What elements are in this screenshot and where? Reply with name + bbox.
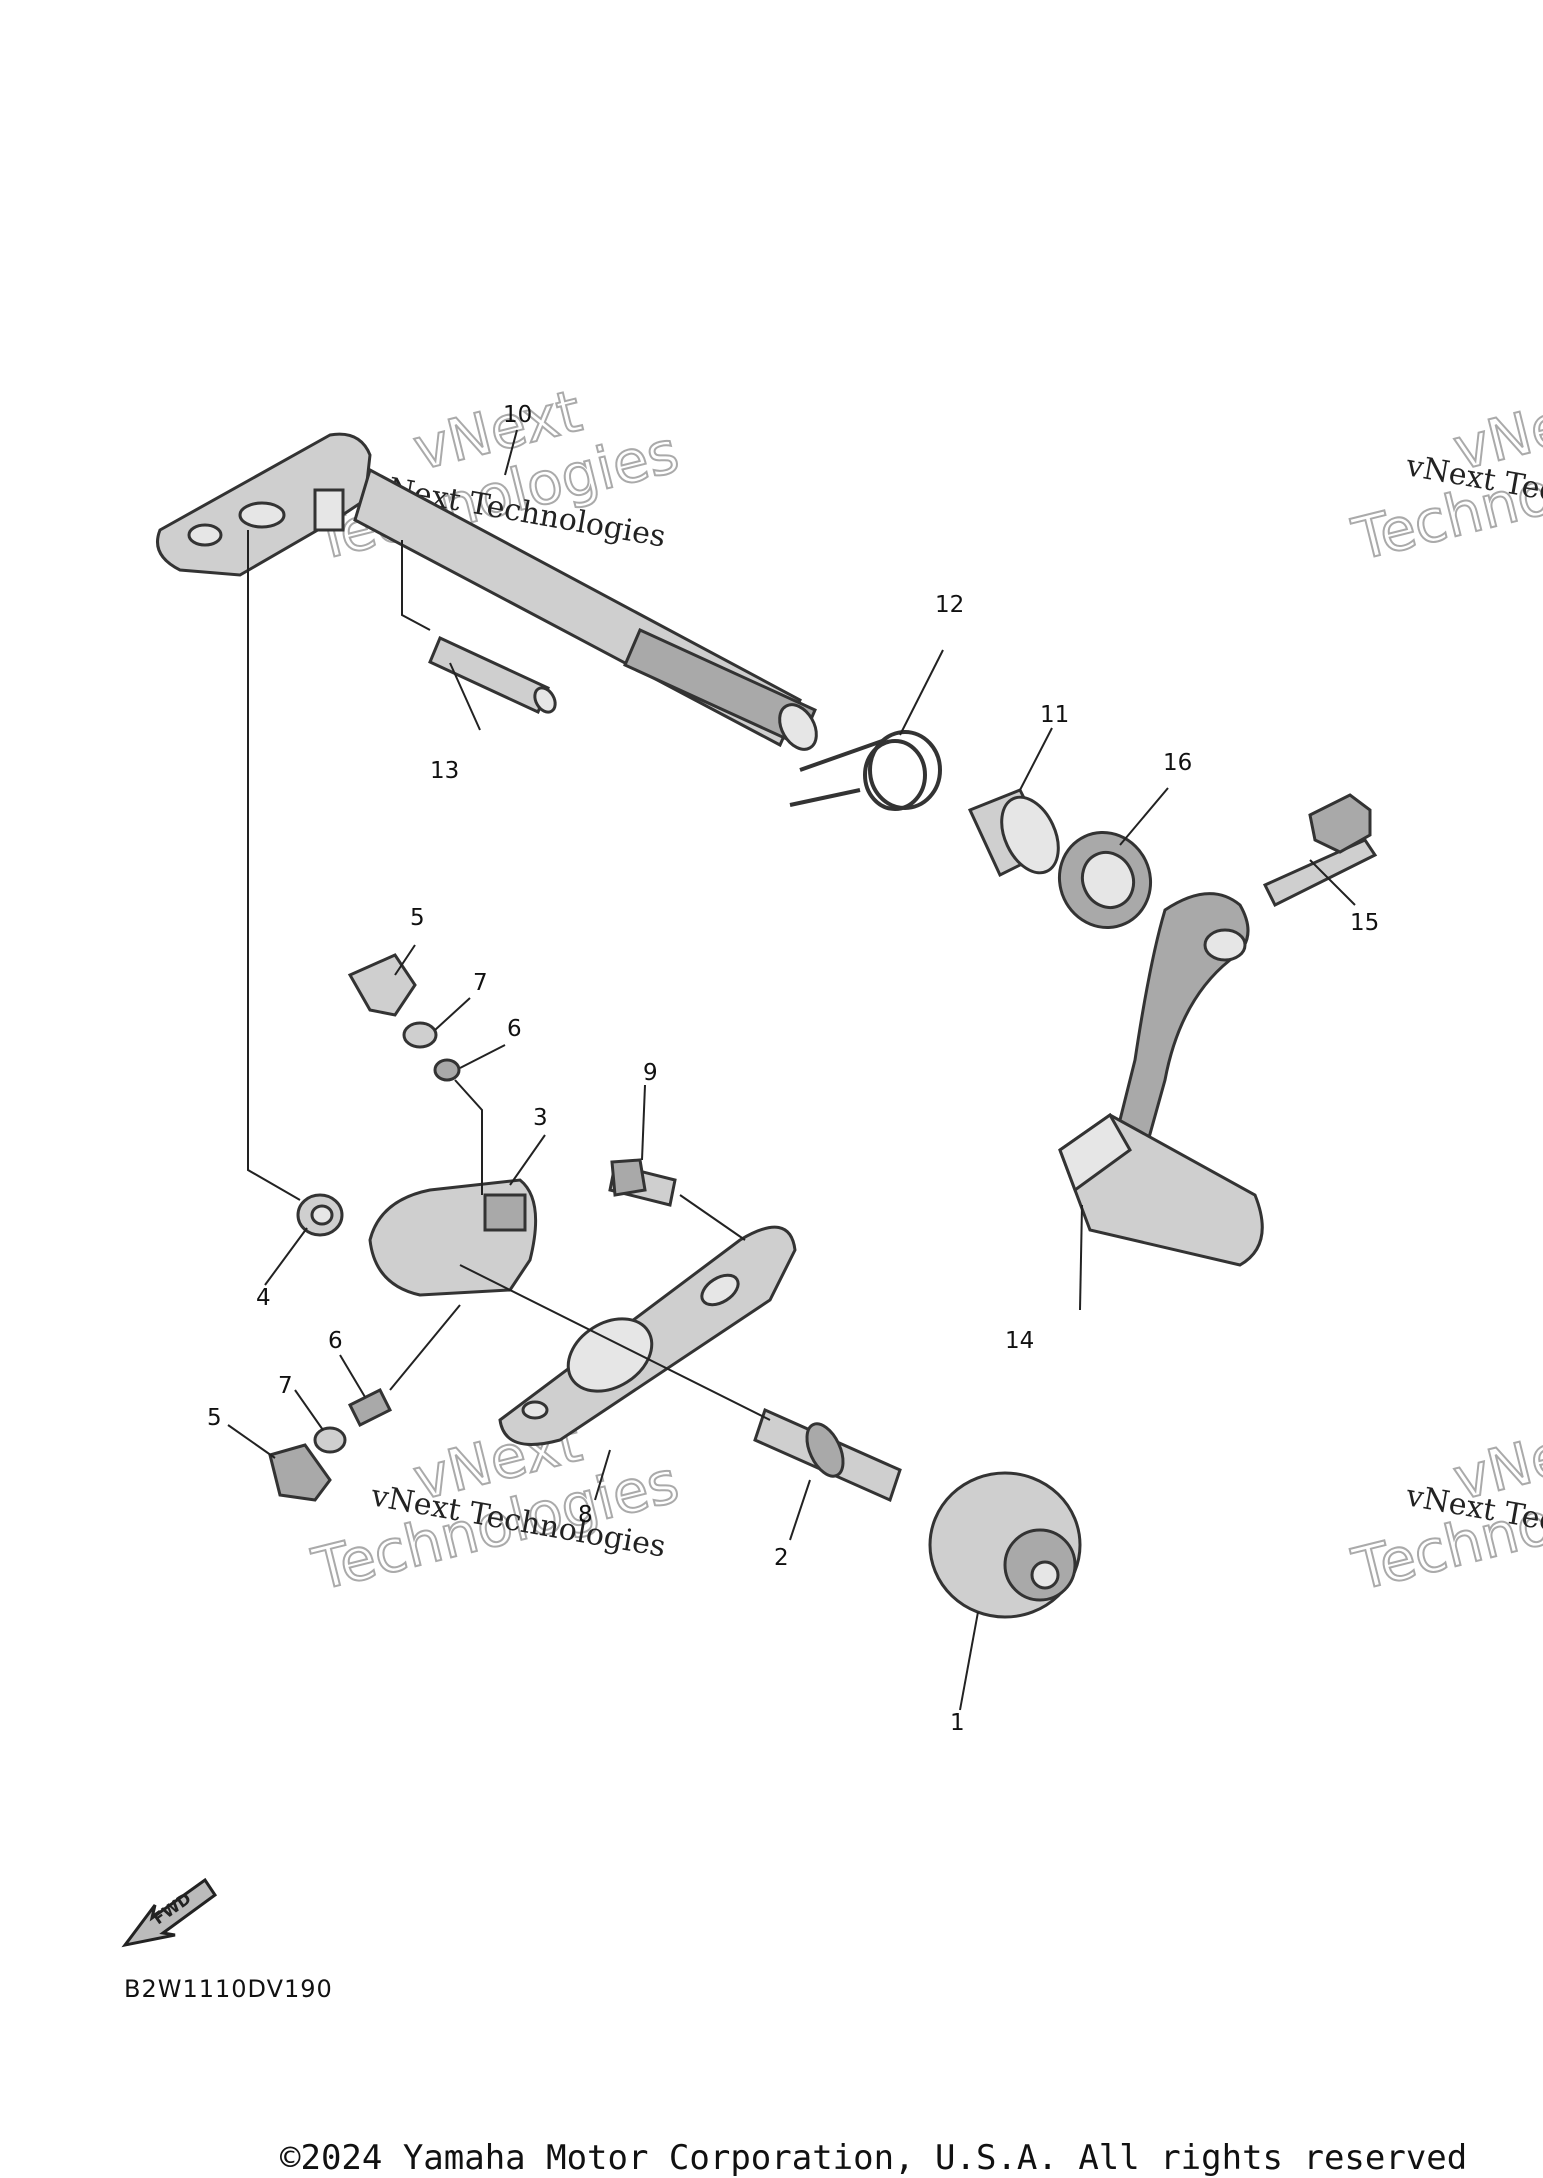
part-4-collar bbox=[296, 1193, 344, 1237]
copyright-footer: ©2024 Yamaha Motor Corporation, U.S.A. A… bbox=[280, 2138, 1468, 2178]
callout-5-bottom: 5 bbox=[207, 1405, 222, 1431]
part-16-seal bbox=[1057, 831, 1153, 929]
part-13-pin bbox=[428, 635, 557, 715]
callout-13: 13 bbox=[430, 758, 459, 784]
callout-6-top: 6 bbox=[507, 1016, 522, 1042]
assembly-lines bbox=[247, 530, 771, 1421]
part-5-slider-bottom bbox=[268, 1443, 332, 1502]
callout-1: 1 bbox=[950, 1710, 965, 1736]
callout-numbers: 10 13 12 11 16 15 14 5 7 6 9 3 4 6 7 5 8… bbox=[207, 402, 1379, 1736]
callout-11: 11 bbox=[1040, 702, 1069, 728]
part-11-bushing bbox=[967, 788, 1060, 878]
part-12-spring bbox=[789, 730, 942, 811]
part-9-bolt bbox=[608, 1158, 677, 1207]
watermark-bottom-right: vNext Technologies vNext Technologies bbox=[1345, 1406, 1543, 1605]
part-6-spring-top bbox=[433, 1058, 461, 1082]
part-1-cam bbox=[928, 1471, 1082, 1619]
callout-7-top: 7 bbox=[473, 970, 488, 996]
callout-6-bottom: 6 bbox=[328, 1328, 343, 1354]
part-15-bolt bbox=[1262, 793, 1378, 908]
diagram-code: B2W1110DV190 bbox=[124, 1975, 333, 2003]
callout-15: 15 bbox=[1350, 910, 1379, 936]
part-7-pin-top bbox=[402, 1021, 438, 1049]
part-7-pin-bottom bbox=[313, 1426, 347, 1454]
part-8-plate bbox=[498, 1225, 797, 1446]
callout-16: 16 bbox=[1163, 750, 1192, 776]
callout-8: 8 bbox=[578, 1502, 593, 1528]
watermark-top-right: vNext Technologies vNext Technologies bbox=[1345, 376, 1543, 575]
callout-9: 9 bbox=[643, 1060, 658, 1086]
callout-5-top: 5 bbox=[410, 905, 425, 931]
part-6-spring-bottom bbox=[347, 1387, 393, 1428]
callout-2: 2 bbox=[774, 1545, 789, 1571]
fwd-arrow-icon: FWD bbox=[121, 1877, 218, 1948]
callout-3: 3 bbox=[533, 1105, 548, 1131]
part-5-slider-top bbox=[347, 953, 417, 1017]
part-10-shift-shaft bbox=[156, 432, 818, 751]
callout-12: 12 bbox=[935, 592, 964, 618]
part-2-stopper bbox=[753, 1407, 902, 1503]
part-14-shift-pedal bbox=[1058, 892, 1264, 1267]
watermark-bottom-left: vNext Technologies vNext Technologies bbox=[305, 1406, 686, 1605]
callout-4: 4 bbox=[256, 1285, 271, 1311]
part-3-cam-segment bbox=[368, 1178, 538, 1297]
callout-10: 10 bbox=[503, 402, 532, 428]
leader-lines bbox=[227, 429, 1356, 1711]
callout-14: 14 bbox=[1005, 1328, 1034, 1354]
callout-7-bottom: 7 bbox=[278, 1373, 293, 1399]
